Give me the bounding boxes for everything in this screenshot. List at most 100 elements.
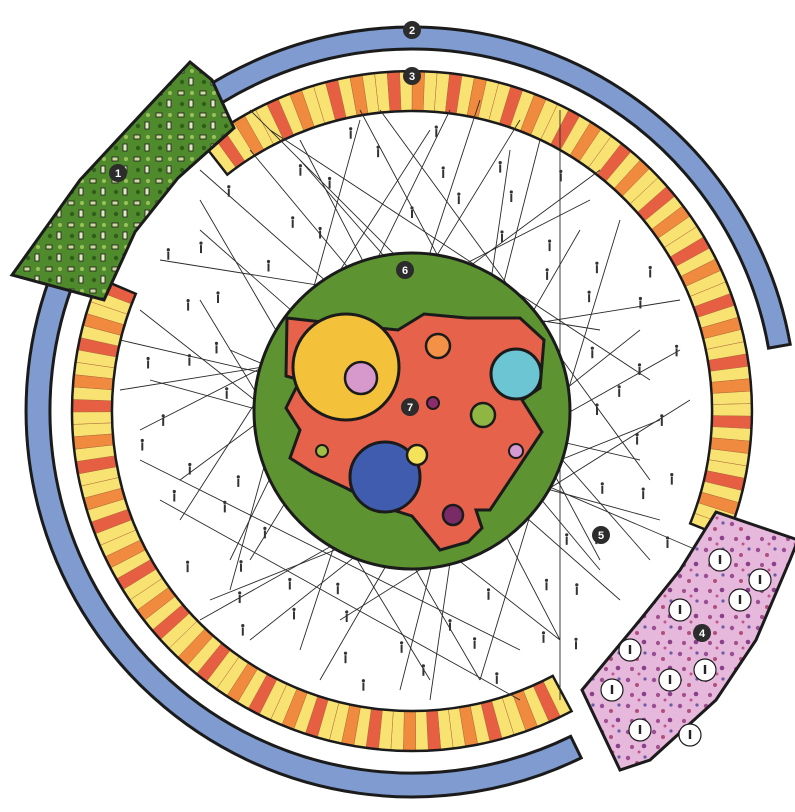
pedestrian-head — [591, 347, 594, 350]
pedestrian — [292, 220, 294, 228]
pedestrian-head — [141, 439, 144, 442]
blue-fountain — [491, 349, 541, 399]
pedestrian — [187, 303, 189, 311]
pedestrian — [167, 252, 169, 260]
pedestrian-head — [345, 610, 348, 613]
pedestrian-head — [319, 227, 322, 230]
pedestrian-head — [328, 177, 331, 180]
pedestrian-head — [377, 146, 380, 149]
pedestrian — [401, 645, 403, 653]
yellow-pond — [293, 314, 399, 420]
pedestrian-head — [618, 385, 621, 388]
pedestrian-head — [670, 473, 673, 476]
pedestrian-head — [542, 631, 545, 634]
pedestrian-head — [559, 170, 562, 173]
pedestrian — [546, 582, 548, 590]
pedestrian — [224, 504, 226, 512]
svg-text:1: 1 — [115, 168, 121, 180]
pedestrian-head — [167, 248, 170, 251]
pedestrian — [293, 611, 295, 619]
pedestrian-head — [601, 482, 604, 485]
bubble-figure — [639, 725, 641, 734]
purple-dot — [427, 397, 439, 409]
pedestrian-head — [574, 638, 577, 641]
pedestrian — [329, 181, 331, 189]
pedestrian-head — [186, 561, 189, 564]
pedestrian — [458, 196, 460, 204]
pedestrian-head — [288, 578, 291, 581]
pedestrian — [346, 614, 348, 622]
pedestrian — [239, 595, 241, 603]
pedestrian-head — [675, 345, 678, 348]
plum-dot — [443, 505, 463, 525]
bubble-figure — [679, 605, 681, 614]
pedestrian — [268, 264, 270, 272]
bubble-figure — [739, 595, 741, 604]
pedestrian — [217, 295, 219, 303]
bubble-figure — [669, 675, 671, 684]
pedestrian-head — [660, 414, 663, 417]
pedestrian — [546, 272, 548, 280]
small-green-dot — [316, 445, 328, 457]
pedestrian-head — [188, 463, 191, 466]
pedestrian — [362, 683, 364, 691]
pedestrian-head — [575, 583, 578, 586]
pedestrian — [377, 149, 379, 157]
pedestrian — [337, 586, 339, 594]
bottom-ring-stripe — [415, 711, 428, 751]
lilac-dot — [509, 444, 523, 458]
marker-3: 3 — [403, 67, 421, 85]
pedestrian-head — [215, 342, 218, 345]
pedestrian — [596, 265, 598, 273]
pedestrian — [240, 564, 242, 572]
pedestrian — [549, 243, 551, 251]
pedestrian — [237, 479, 239, 487]
pedestrian-head — [588, 291, 591, 294]
marker-4: 4 — [693, 624, 711, 642]
pedestrian — [618, 389, 620, 397]
pedestrian — [411, 210, 413, 218]
pedestrian — [496, 676, 498, 684]
pedestrian-head — [263, 527, 266, 530]
marker-2: 2 — [403, 21, 421, 39]
pedestrian — [661, 418, 663, 426]
pedestrian — [596, 407, 598, 415]
pedestrian-head — [422, 664, 425, 667]
green-kiosk — [471, 403, 495, 427]
pedestrian — [189, 467, 191, 475]
pedestrian — [173, 494, 175, 502]
pedestrian-head — [442, 166, 445, 169]
svg-text:4: 4 — [699, 628, 706, 640]
pedestrian — [543, 635, 545, 643]
pedestrian — [667, 540, 669, 548]
pedestrian — [350, 131, 352, 139]
pedestrian — [676, 348, 678, 356]
bubble-figure — [719, 555, 721, 564]
pedestrian — [576, 587, 578, 595]
pedestrian-head — [199, 242, 202, 245]
purple-block — [582, 512, 795, 770]
pedestrian — [566, 537, 568, 545]
pedestrian — [216, 345, 218, 353]
pedestrian — [601, 486, 603, 494]
pedestrian — [188, 358, 190, 366]
bottom-ring-stripe — [72, 399, 112, 412]
pedestrian-head — [545, 579, 548, 582]
pedestrian — [671, 477, 673, 485]
pedestrian-head — [162, 414, 165, 417]
bubble-figure — [759, 575, 761, 584]
pedestrian — [639, 301, 641, 309]
yellow-dot — [407, 445, 427, 465]
pedestrian-head — [237, 475, 240, 478]
top-ring-stripe — [712, 404, 752, 417]
pedestrian-head — [400, 641, 403, 644]
pedestrian-head — [595, 262, 598, 265]
pedestrian-head — [499, 161, 502, 164]
pedestrian — [228, 189, 230, 197]
pedestrian — [319, 231, 321, 239]
pedestrian — [642, 491, 644, 499]
pedestrian-head — [595, 403, 598, 406]
pedestrian — [488, 592, 490, 600]
pedestrian-head — [147, 357, 150, 360]
pedestrian — [588, 294, 590, 302]
